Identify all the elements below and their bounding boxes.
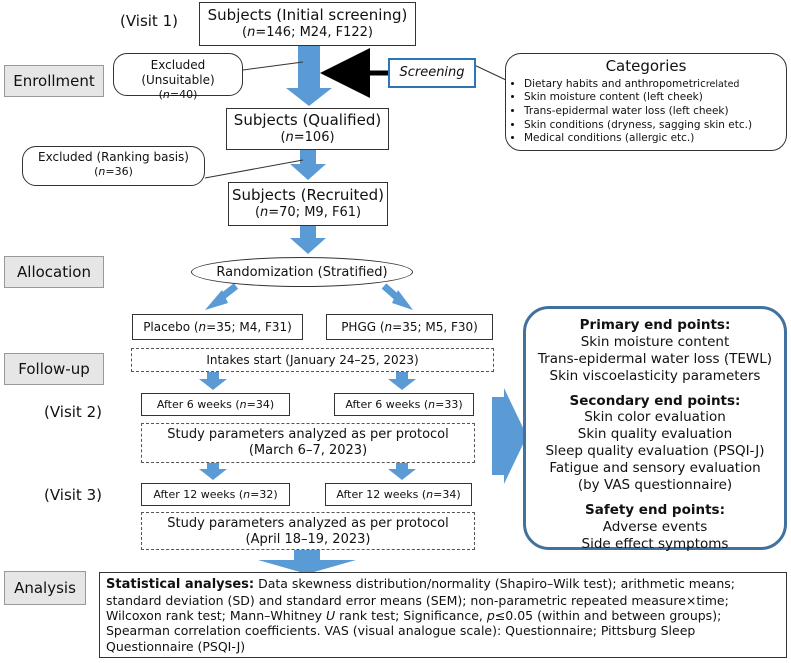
initial-n-label: n (247, 24, 256, 40)
initial-screening-title: Subjects (Initial screening) (207, 6, 408, 24)
endpoint-item: (by VAS questionnaire) (577, 476, 733, 493)
qualified-n-detail: =106) (293, 129, 335, 145)
qualified-box: Subjects (Qualified) (n=106) (226, 108, 389, 150)
phgg-group-box: PHGG (n=35; M5, F30) (326, 314, 493, 340)
endpoint-item: Skin moisture content (580, 333, 730, 350)
stage-label-analysis: Analysis (4, 571, 86, 605)
statistical-analyses-box: Statistical analyses: Data skewness dist… (99, 572, 787, 658)
primary-endpoints-heading: Primary end points: (579, 317, 731, 333)
endpoint-item: Adverse events (602, 518, 708, 535)
flow-arrow-placebo-12w (199, 462, 227, 480)
excluded-unsuitable-box: Excluded (Unsuitable) (n=40) (113, 53, 243, 101)
category-item: Dietary habits and anthropometricrelated (524, 78, 782, 92)
excluded1-label: Excluded (Unsuitable) (141, 58, 215, 87)
categories-title: Categories (605, 57, 687, 75)
placebo-12-weeks-box: After 12 weeks (n=32) (141, 483, 290, 506)
categories-list: Dietary habits and anthropometricrelated… (510, 78, 782, 146)
flow-arrow-placebo-6w (199, 372, 227, 390)
excluded2-n-label: n (98, 165, 106, 178)
phgg-12-weeks-box: After 12 weeks (n=34) (325, 483, 472, 506)
recruited-n-label: n (260, 204, 269, 220)
connector-categories (469, 62, 507, 81)
endpoint-item: Trans-epidermal water loss (TEWL) (537, 350, 773, 367)
category-item: Trans-epidermal water loss (left cheek) (524, 105, 782, 119)
endpoint-item: Skin quality evaluation (577, 426, 733, 443)
flow-arrow-phgg-6w (388, 372, 416, 390)
placebo-group-box: Placebo (n=35; M4, F31) (132, 314, 303, 340)
category-item: Medical conditions (allergic etc.) (524, 132, 782, 146)
endpoint-item: Skin color evaluation (584, 409, 726, 426)
visit-1-label: (Visit 1) (120, 12, 178, 30)
excluded2-label: Excluded (Ranking basis) (38, 150, 189, 164)
connector-excluded1 (242, 61, 304, 71)
screening-box: Screening (388, 58, 476, 88)
qualified-title: Subjects (Qualified) (233, 111, 382, 129)
connector-excluded2 (204, 159, 304, 179)
randomization-ellipse: Randomization (Stratified) (191, 257, 413, 287)
flow-arrow-qualified-recruited (290, 150, 326, 180)
stage-label-allocation: Allocation (4, 256, 104, 288)
recruited-title: Subjects (Recruited) (231, 186, 385, 204)
endpoint-item: Sleep quality evaluation (PSQI-J) (545, 443, 765, 460)
excluded2-n-detail: =36) (105, 165, 133, 178)
category-item: Skin moisture content (left cheek) (524, 91, 782, 105)
flow-arrow-phgg-12w (388, 462, 416, 480)
endpoints-box: Primary end points: Skin moisture conten… (523, 306, 787, 552)
flow-arrow-to-phgg (381, 283, 413, 310)
flow-arrow-to-placebo (205, 283, 239, 310)
excluded1-n-detail: =40) (169, 88, 198, 101)
endpoint-item: Skin viscoelasticity parameters (549, 367, 761, 384)
intakes-start-box: Intakes start (January 24–25, 2023) (131, 348, 494, 372)
excluded1-n-label: n (162, 88, 170, 101)
endpoint-item: Fatigue and sensory evaluation (549, 460, 761, 476)
categories-box: Categories Dietary habits and anthropome… (505, 53, 787, 151)
category-item: Skin conditions (dryness, sagging skin e… (524, 119, 782, 133)
study-parameters-visit3-box: Study parameters analyzed as per protoco… (141, 512, 475, 550)
recruited-box: Subjects (Recruited) (n=70; M9, F61) (228, 182, 388, 226)
flow-arrow-recruited-random (290, 226, 326, 254)
qualified-n-label: n (285, 129, 294, 145)
phgg-6-weeks-box: After 6 weeks (n=33) (334, 393, 474, 416)
endpoint-item: Side effect symptoms (581, 535, 729, 552)
initial-n-detail: =146; M24, F122) (255, 24, 373, 40)
secondary-endpoints-heading: Secondary end points: (569, 392, 741, 409)
safety-endpoints-heading: Safety end points: (584, 501, 725, 518)
excluded-ranking-box: Excluded (Ranking basis) (n=36) (22, 146, 205, 186)
visit-3-label: (Visit 3) (44, 486, 102, 504)
stats-heading: Statistical analyses: (106, 577, 255, 592)
flow-arrow-to-endpoints (492, 388, 527, 484)
flow-arrow-initial-qualified (286, 46, 332, 106)
flow-arrow-to-analysis (258, 549, 356, 574)
stage-label-enrollment: Enrollment (4, 65, 104, 97)
placebo-6-weeks-box: After 6 weeks (n=34) (141, 393, 290, 416)
stage-label-followup: Follow-up (4, 353, 104, 385)
visit-2-label: (Visit 2) (44, 403, 102, 421)
recruited-n-detail: =70; M9, F61) (268, 204, 362, 220)
initial-screening-box: Subjects (Initial screening) (n=146; M24… (199, 2, 416, 46)
study-parameters-visit2-box: Study parameters analyzed as per protoco… (141, 423, 475, 463)
